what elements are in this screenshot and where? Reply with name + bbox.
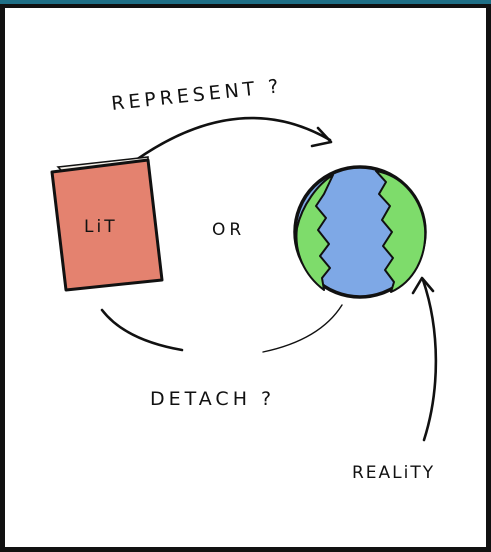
or-label: OR: [212, 220, 245, 240]
reality-label: REALiTY: [352, 463, 435, 483]
detach-label: DETACH ?: [150, 388, 275, 410]
represent-arrowhead: [312, 128, 331, 146]
detach-arc-left: [102, 310, 182, 350]
book-label: LiT: [84, 217, 118, 237]
represent-arrow: [125, 118, 330, 168]
detach-arc-right: [263, 305, 342, 352]
globe-icon: [295, 167, 425, 297]
reality-arrowhead: [413, 278, 433, 293]
represent-label: REPRESENT ?: [110, 75, 283, 115]
reality-arrow: [423, 280, 436, 440]
